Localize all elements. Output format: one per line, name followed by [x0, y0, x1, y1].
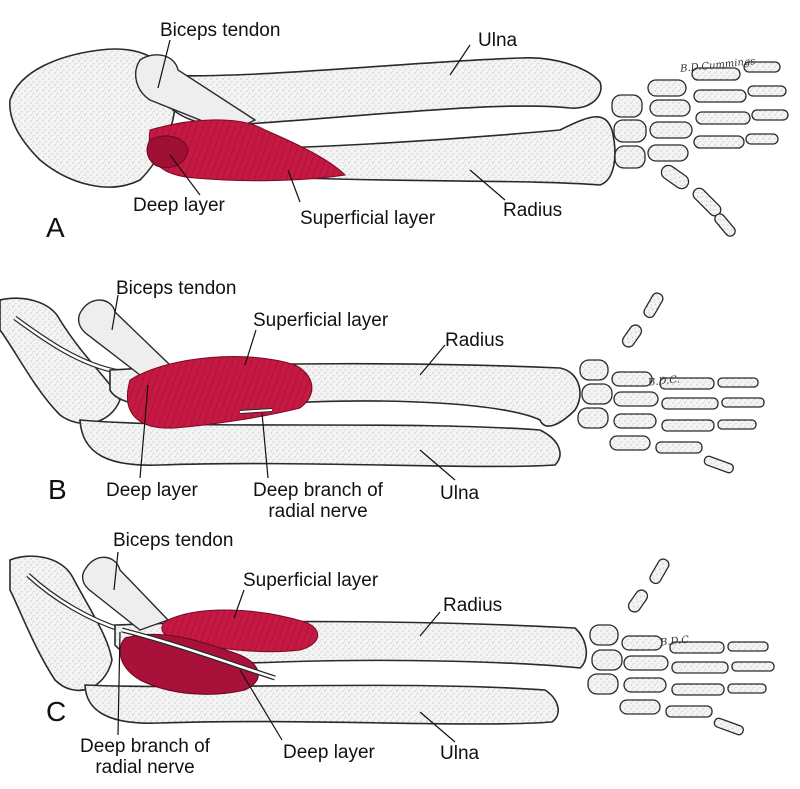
- panel-c-label-deep-branch: Deep branch of radial nerve: [70, 736, 220, 778]
- panel-b-label-biceps-tendon: Biceps tendon: [116, 278, 237, 299]
- panel-a-letter: A: [46, 212, 65, 243]
- panel-a-supinator-muscle: [148, 119, 347, 182]
- panel-c-label-biceps-tendon: Biceps tendon: [113, 530, 234, 551]
- panel-c-leaders: [113, 551, 456, 743]
- panel-a-drawing: [9, 39, 789, 237]
- panel-a-hand: [611, 61, 789, 237]
- panel-a-label-superficial-layer: Superficial layer: [300, 208, 436, 229]
- panel-b-label-deep-branch-line2: radial nerve: [268, 501, 368, 522]
- panel-b-hand: [577, 292, 765, 474]
- panel-b-label-deep-branch-line1: Deep branch of: [253, 480, 383, 501]
- panel-b-label-radius: Radius: [445, 330, 505, 351]
- panel-b-ulna: [79, 419, 561, 468]
- panel-c-label-radius: Radius: [443, 595, 503, 616]
- panel-c-label-ulna: Ulna: [440, 743, 480, 764]
- panel-b-letter: B: [48, 474, 67, 505]
- panel-c-label-deep-layer: Deep layer: [283, 742, 375, 763]
- panel-a-label-radius: Radius: [503, 200, 563, 221]
- panel-b-label-ulna: Ulna: [440, 483, 480, 504]
- panel-a-label-deep-layer: Deep layer: [133, 195, 225, 216]
- panel-a-deep-layer-muscle: [146, 135, 189, 169]
- panel-c-ulna: [84, 684, 559, 725]
- panel-c-deep-muscle: [119, 633, 259, 695]
- panel-c-letter: C: [46, 696, 67, 727]
- panel-b-leaders: [111, 294, 456, 481]
- panel-b-label-superficial-layer: Superficial layer: [253, 310, 389, 331]
- panel-a-label-ulna: Ulna: [478, 30, 518, 51]
- panel-a-label-biceps-tendon: Biceps tendon: [160, 20, 281, 41]
- panel-c-label-deep-branch-line2: radial nerve: [95, 757, 195, 778]
- panel-c-label-deep-branch-line1: Deep branch of: [80, 736, 210, 757]
- panel-c-humerus: [9, 555, 113, 692]
- panel-c-label-superficial-layer: Superficial layer: [243, 570, 379, 591]
- panel-c-biceps-tendon: [81, 556, 170, 631]
- panel-b-label-deep-branch: Deep branch of radial nerve: [243, 480, 393, 522]
- panel-b-label-deep-layer: Deep layer: [106, 480, 198, 501]
- panel-c-drawing: [9, 551, 775, 743]
- panel-b-drawing: [0, 292, 765, 481]
- panel-c-hand: [587, 558, 775, 736]
- panel-a-leaders: [157, 39, 506, 203]
